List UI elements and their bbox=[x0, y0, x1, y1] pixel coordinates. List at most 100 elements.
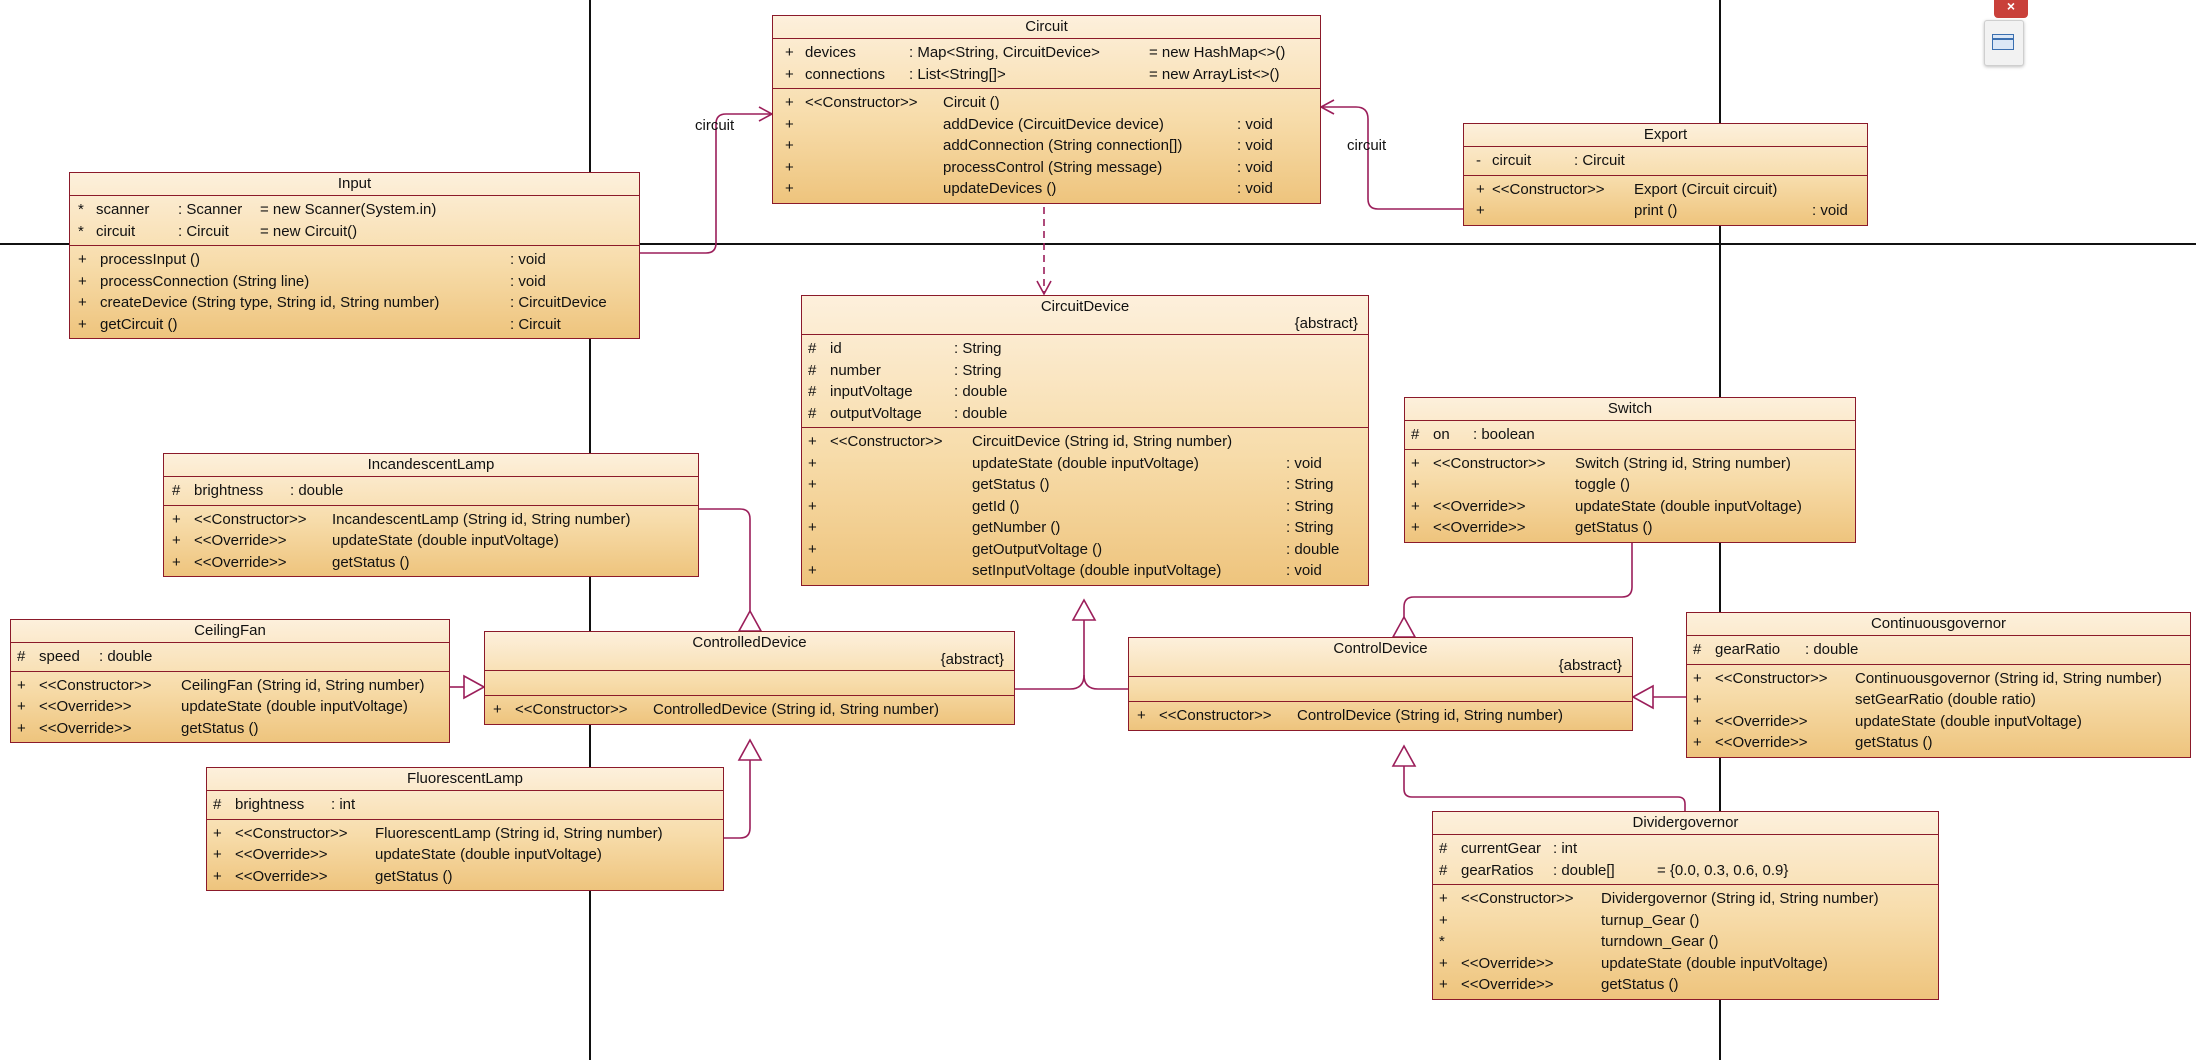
operation-row[interactable]: +<<Override>>updateState (double inputVo… bbox=[164, 530, 698, 552]
attribute-row[interactable]: #gearRatio: double bbox=[1687, 639, 2190, 661]
operation-row[interactable]: +<<Constructor>>Dividergovernor (String … bbox=[1433, 888, 1938, 910]
attribute-row[interactable]: #currentGear: int bbox=[1433, 838, 1938, 860]
member-part-2: ControlDevice (String id, String number) bbox=[1297, 707, 1563, 724]
member-part-2: : List<String[]> bbox=[909, 65, 1006, 83]
class-circuitdevice[interactable]: CircuitDevice{abstract}#id: String#numbe… bbox=[801, 295, 1369, 586]
attribute-row[interactable]: -circuit: Circuit bbox=[1464, 150, 1867, 172]
attribute-row[interactable]: #on: boolean bbox=[1405, 424, 1855, 446]
member-part-2: ControlledDevice (String id, String numb… bbox=[653, 701, 939, 718]
generalization-head-controldevice-bottom bbox=[1391, 744, 1417, 767]
operation-row[interactable]: +getOutputVoltage (): double bbox=[802, 539, 1368, 561]
member-part-3: : void bbox=[1237, 180, 1273, 197]
operation-row[interactable]: +<<Constructor>>Continuousgovernor (Stri… bbox=[1687, 668, 2190, 690]
member-part-3: : String bbox=[1286, 476, 1334, 493]
class-controlleddevice[interactable]: ControlledDevice {abstract} +<<Constructor… bbox=[484, 631, 1015, 725]
member-part-3: : CircuitDevice bbox=[510, 294, 607, 311]
attribute-row[interactable]: #id: String bbox=[802, 338, 1368, 360]
operation-row[interactable]: +createDevice (String type, String id, S… bbox=[70, 292, 639, 314]
class-export[interactable]: Export-circuit: Circuit+<<Constructor>>E… bbox=[1463, 123, 1868, 226]
visibility: # bbox=[213, 796, 222, 813]
side-panel-button[interactable] bbox=[1984, 20, 2024, 66]
operation-row[interactable]: +<<Constructor>>ControlledDevice (String… bbox=[485, 699, 1014, 721]
operation-row[interactable]: +<<Constructor>>Circuit () bbox=[773, 92, 1320, 114]
class-circuit[interactable]: Circuit+devices: Map<String, CircuitDevi… bbox=[772, 15, 1321, 204]
operation-row[interactable]: +<<Override>>updateState (double inputVo… bbox=[1433, 953, 1938, 975]
operation-row[interactable]: +getCircuit (): Circuit bbox=[70, 314, 639, 336]
member-part-2: : boolean bbox=[1473, 426, 1535, 443]
operation-row[interactable]: *turndown_Gear () bbox=[1433, 931, 1938, 953]
operation-row[interactable]: +addConnection (String connection[]): vo… bbox=[773, 135, 1320, 157]
attribute-row[interactable]: +connections: List<String[]>= new ArrayL… bbox=[773, 64, 1320, 86]
attribute-row[interactable]: *circuit: Circuit= new Circuit() bbox=[70, 221, 639, 243]
operation-row[interactable]: +processInput (): void bbox=[70, 249, 639, 271]
operation-row[interactable]: +addDevice (CircuitDevice device): void bbox=[773, 114, 1320, 136]
operation-row[interactable]: +processControl (String message): void bbox=[773, 157, 1320, 179]
generalization-head-controlleddevice-bottom bbox=[737, 738, 763, 761]
class-incandescentlamp[interactable]: IncandescentLamp#brightness: double+<<Co… bbox=[163, 453, 699, 577]
visibility: + bbox=[17, 676, 26, 694]
member-part-1: <<Constructor>> bbox=[1433, 454, 1546, 472]
operation-row[interactable]: +setInputVoltage (double inputVoltage): … bbox=[802, 560, 1368, 582]
operation-row[interactable]: +<<Override>>updateState (double inputVo… bbox=[207, 844, 723, 866]
class-fluorescentlamp[interactable]: FluorescentLamp#brightness: int+<<Constr… bbox=[206, 767, 724, 891]
operation-row[interactable]: +<<Constructor>>Export (Circuit circuit) bbox=[1464, 179, 1867, 201]
class-dividergovernor[interactable]: Dividergovernor#currentGear: int#gearRat… bbox=[1432, 811, 1939, 1000]
operation-row[interactable]: +<<Override>>updateState (double inputVo… bbox=[11, 696, 449, 718]
operation-row[interactable]: +updateState (double inputVoltage): void bbox=[802, 453, 1368, 475]
operation-row[interactable]: +<<Override>>getStatus () bbox=[207, 866, 723, 888]
operation-row[interactable]: +<<Override>>getStatus () bbox=[1687, 732, 2190, 754]
visibility: + bbox=[1693, 669, 1702, 687]
member-part-1: circuit bbox=[1492, 152, 1532, 169]
operation-row[interactable]: +<<Override>>getStatus () bbox=[1433, 974, 1938, 996]
operation-row[interactable]: +processConnection (String line): void bbox=[70, 271, 639, 293]
operation-row[interactable]: +getId (): String bbox=[802, 496, 1368, 518]
member-part-2: getStatus () bbox=[332, 553, 410, 571]
attribute-row[interactable]: #speed: double bbox=[11, 646, 449, 668]
operation-row[interactable]: +<<Constructor>>FluorescentLamp (String … bbox=[207, 823, 723, 845]
operation-row[interactable]: +<<Constructor>>CircuitDevice (String id… bbox=[802, 431, 1368, 453]
member-part-1: brightness bbox=[235, 796, 305, 813]
member-part-1: outputVoltage bbox=[830, 404, 922, 422]
visibility: + bbox=[808, 540, 817, 558]
class-name: ControlledDevice bbox=[692, 634, 807, 651]
operation-row[interactable]: +turnup_Gear () bbox=[1433, 910, 1938, 932]
operation-row[interactable]: +<<Override>>updateState (double inputVo… bbox=[1687, 711, 2190, 733]
operation-row[interactable]: +getStatus (): String bbox=[802, 474, 1368, 496]
operation-row[interactable]: +print (): void bbox=[1464, 200, 1867, 222]
visibility: + bbox=[808, 519, 817, 536]
attribute-row[interactable]: #gearRatios: double[]= {0.0, 0.3, 0.6, 0… bbox=[1433, 860, 1938, 882]
operation-row[interactable]: +<<Constructor>>Switch (String id, Strin… bbox=[1405, 453, 1855, 475]
visibility: + bbox=[17, 719, 26, 737]
operation-row[interactable]: +toggle () bbox=[1405, 474, 1855, 496]
attribute-row[interactable]: #brightness: int bbox=[207, 794, 723, 816]
attribute-row[interactable]: #number: String bbox=[802, 360, 1368, 382]
close-button[interactable]: × bbox=[1994, 0, 2028, 18]
operations-compartment: +<<Constructor>>Continuousgovernor (Stri… bbox=[1687, 663, 2190, 757]
attribute-row[interactable]: #inputVoltage: double bbox=[802, 381, 1368, 403]
attribute-row[interactable]: +devices: Map<String, CircuitDevice>= ne… bbox=[773, 42, 1320, 64]
operation-row[interactable]: +updateDevices (): void bbox=[773, 178, 1320, 200]
operation-row[interactable]: +getNumber (): String bbox=[802, 517, 1368, 539]
operation-row[interactable]: +<<Constructor>>CeilingFan (String id, S… bbox=[11, 675, 449, 697]
attribute-row[interactable]: *scanner: Scanner= new Scanner(System.in… bbox=[70, 199, 639, 221]
attribute-row[interactable]: #outputVoltage: double bbox=[802, 403, 1368, 425]
operation-row[interactable]: +<<Override>>getStatus () bbox=[1405, 517, 1855, 539]
generalization-fluorescentlamp bbox=[724, 760, 751, 839]
class-stereotype: {abstract} bbox=[940, 651, 1004, 668]
class-switch[interactable]: Switch#on: boolean+<<Constructor>>Switch… bbox=[1404, 397, 1856, 543]
operation-row[interactable]: +<<Override>>getStatus () bbox=[164, 552, 698, 574]
attribute-row[interactable]: #brightness: double bbox=[164, 480, 698, 502]
member-part-2: : Circuit bbox=[1574, 152, 1625, 169]
operation-row[interactable]: +<<Constructor>>IncandescentLamp (String… bbox=[164, 509, 698, 531]
class-ceilingfan[interactable]: CeilingFan#speed: double+<<Constructor>>… bbox=[10, 619, 450, 743]
class-continuousgovernor[interactable]: Continuousgovernor#gearRatio: double+<<C… bbox=[1686, 612, 2191, 758]
operations-compartment: +<<Constructor>>ControlDevice (String id… bbox=[1129, 701, 1632, 730]
operation-row[interactable]: +<<Constructor>>ControlDevice (String id… bbox=[1129, 705, 1632, 727]
class-input[interactable]: Input*scanner: Scanner= new Scanner(Syst… bbox=[69, 172, 640, 339]
operations-compartment: +<<Constructor>>IncandescentLamp (String… bbox=[164, 504, 698, 577]
operation-row[interactable]: +<<Override>>getStatus () bbox=[11, 718, 449, 740]
operation-row[interactable]: +setGearRatio (double ratio) bbox=[1687, 689, 2190, 711]
operation-row[interactable]: +<<Override>>updateState (double inputVo… bbox=[1405, 496, 1855, 518]
class-controldevice[interactable]: ControlDevice{abstract}+<<Constructor>>C… bbox=[1128, 637, 1633, 731]
visibility: + bbox=[172, 510, 181, 528]
